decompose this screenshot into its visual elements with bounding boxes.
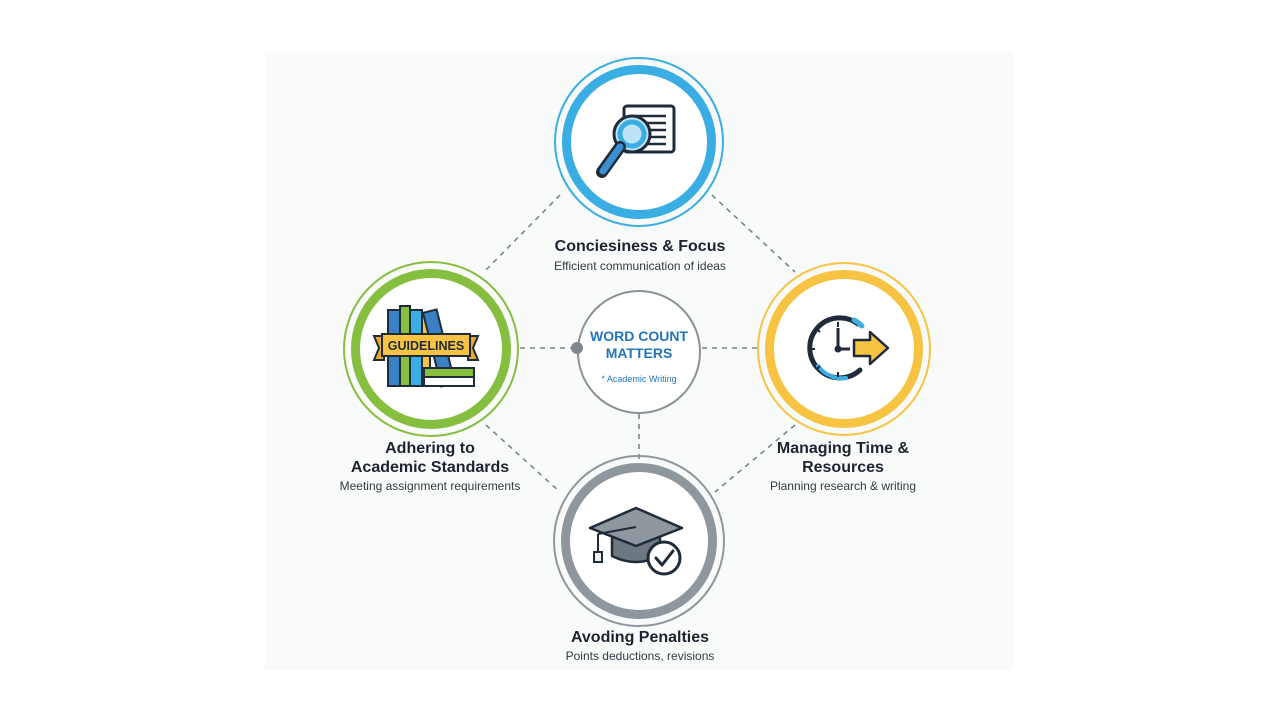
hub-connector-dot [571, 342, 583, 354]
node-right-title-line1: Managing Time & [776, 440, 910, 457]
connector-top-left [483, 194, 561, 273]
node-right-title-line2: Resources [802, 459, 884, 476]
node-bottom-title: Avoding Penalties [570, 629, 710, 646]
center-title-line2: MATTERS [605, 345, 673, 361]
connector-top-right [711, 194, 796, 273]
center-hub: WORD COUNT MATTERS * Academic Writing [577, 290, 701, 414]
guidelines-banner-text: GUIDELINES [388, 339, 464, 353]
center-title-line1: WORD COUNT [590, 328, 688, 344]
connector-right-bottom [714, 424, 796, 493]
node-left-subtitle: Meeting assignment requirements [339, 479, 521, 493]
magnifying-glass-document-icon [596, 104, 676, 178]
books-guidelines-icon: GUIDELINES [372, 305, 480, 388]
node-top-subtitle: Efficient communication of ideas [554, 259, 726, 273]
graduation-cap-check-icon [588, 506, 684, 576]
node-right-subtitle: Planning research & writing [769, 479, 917, 493]
center-subtitle: * Academic Writing [601, 374, 677, 384]
node-left-title-line1: Adhering to [385, 440, 475, 457]
clock-arrow-icon [807, 315, 890, 381]
node-top-title: Conciesiness & Focus [554, 238, 726, 255]
connector-left-bottom [485, 424, 561, 493]
center-title: WORD COUNT MATTERS [579, 328, 699, 362]
node-left-title-line2: Academic Standards [350, 459, 510, 476]
node-bottom-subtitle: Points deductions, revisions [565, 649, 715, 663]
